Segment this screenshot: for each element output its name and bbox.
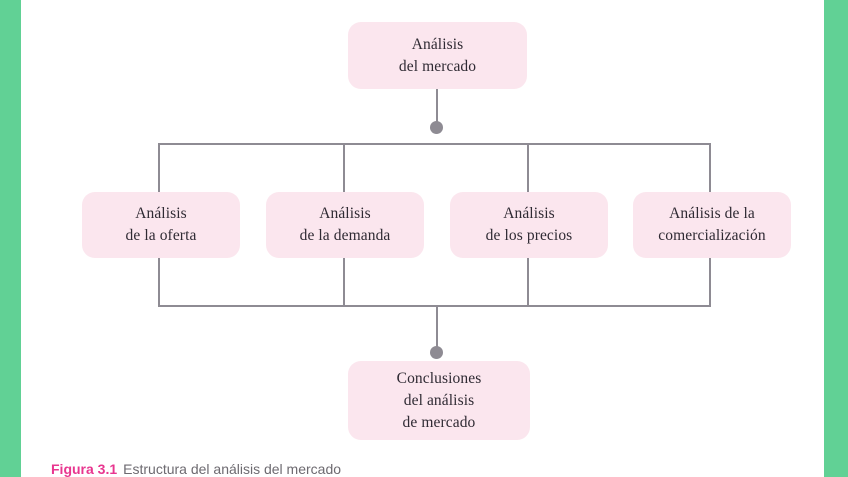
connector-lower-bus xyxy=(158,305,710,307)
node-root-market-analysis: Análisis del mercado xyxy=(348,22,527,89)
junction-dot-bottom xyxy=(430,346,443,359)
figure-title: Estructura del análisis del mercado xyxy=(123,461,342,477)
connector-drop-branch-3 xyxy=(527,143,529,192)
connector-drop-branch-4 xyxy=(709,143,711,192)
connector-upper-bus xyxy=(158,143,710,145)
node-branch-demand-analysis: Análisis de la demanda xyxy=(266,192,424,258)
connector-rise-branch-3 xyxy=(527,258,529,307)
page-edge-band-right xyxy=(824,0,848,477)
node-branch-price-analysis: Análisis de los precios xyxy=(450,192,608,258)
connector-drop-branch-1 xyxy=(158,143,160,192)
node-branch-supply-analysis: Análisis de la oferta xyxy=(82,192,240,258)
connector-rise-branch-1 xyxy=(158,258,160,307)
connector-result-stem xyxy=(436,305,438,355)
node-result-conclusions: Conclusiones del análisis de mercado xyxy=(348,361,530,440)
connector-root-stem xyxy=(436,89,438,129)
connector-rise-branch-4 xyxy=(709,258,711,307)
connector-drop-branch-2 xyxy=(343,143,345,192)
figure-caption: Figura 3.1 Estructura del análisis del me… xyxy=(51,461,342,477)
figure-number: Figura 3.1 xyxy=(51,461,118,477)
page-edge-band-left xyxy=(0,0,21,477)
junction-dot-top xyxy=(430,121,443,134)
node-branch-commercialization-analysis: Análisis de la comercialización xyxy=(633,192,791,258)
connector-rise-branch-2 xyxy=(343,258,345,307)
market-analysis-flowchart: Análisis del mercado Análisis de la ofer… xyxy=(21,0,824,477)
